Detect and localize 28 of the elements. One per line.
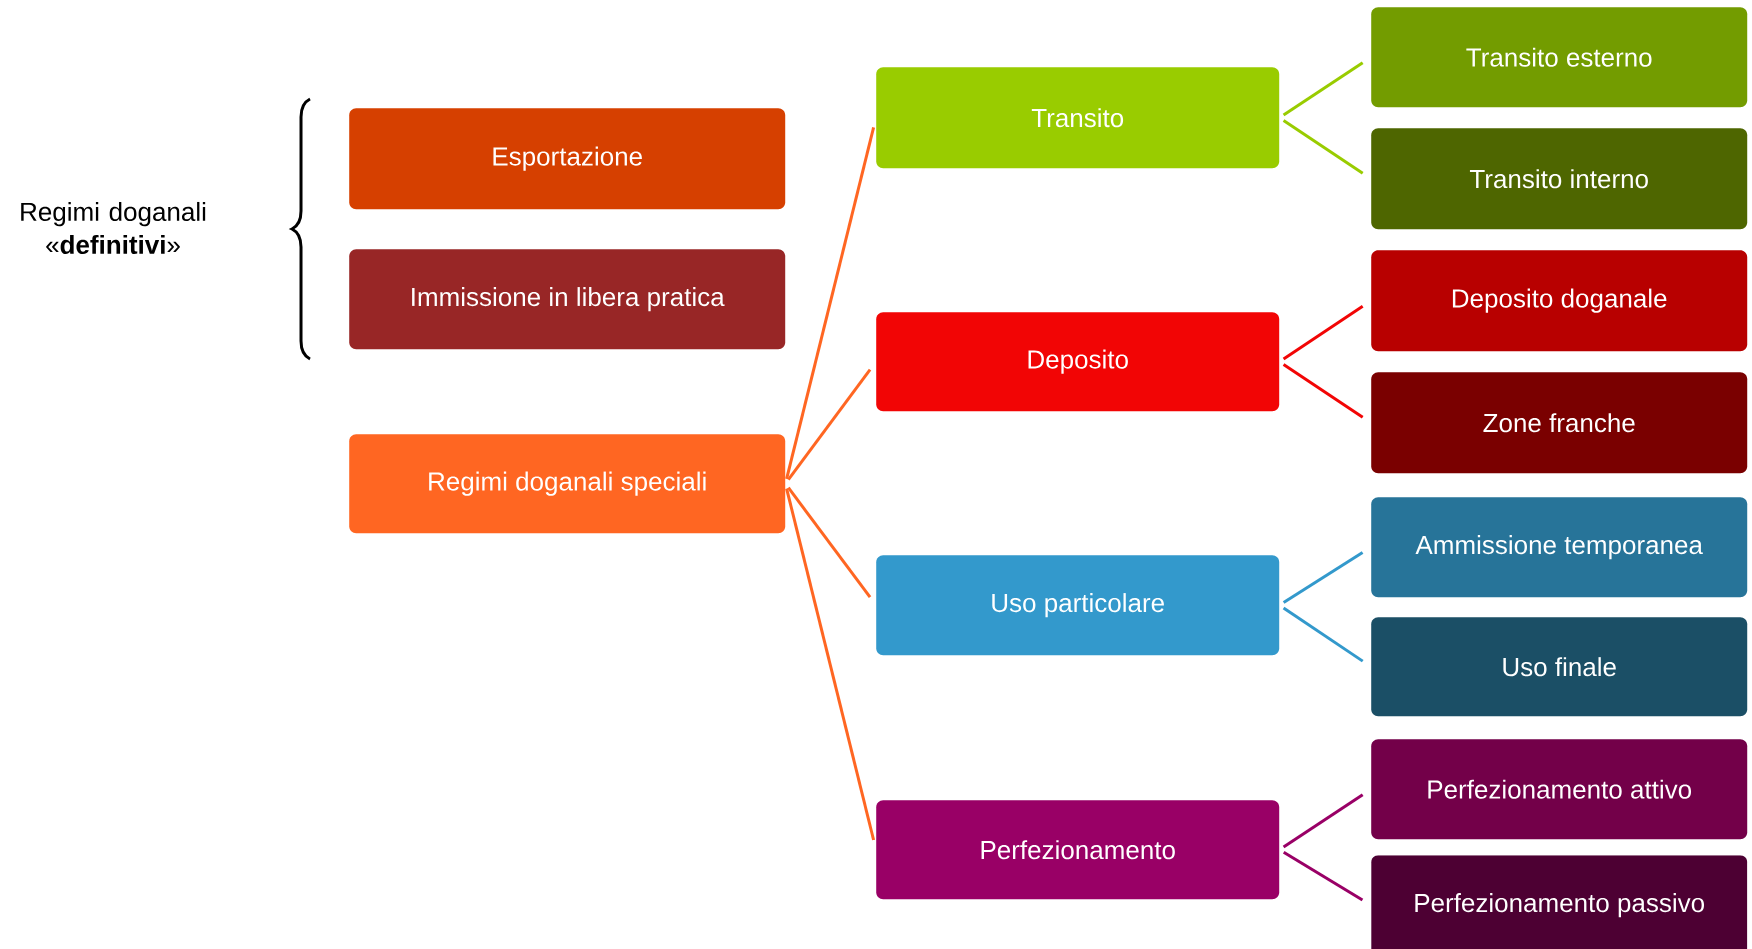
connector-line	[1282, 606, 1364, 663]
connector-line	[785, 127, 876, 480]
category-box: Transito esterno	[1371, 7, 1748, 108]
category-box: Perfezionamento passivo	[1371, 855, 1748, 949]
category-box: Uso finale	[1371, 617, 1748, 717]
connector-line	[787, 368, 872, 481]
connector-line	[1282, 551, 1364, 604]
connector-line	[1282, 119, 1364, 175]
connector-line	[1282, 851, 1364, 902]
category-box: Ammissione temporanea	[1371, 497, 1748, 598]
connector-line	[1282, 793, 1364, 849]
category-box: Immissione in libera pratica	[349, 249, 786, 350]
category-box: Perfezionamento attivo	[1371, 739, 1748, 840]
group-label: Regimi doganali «definitivi»	[21, 201, 206, 255]
category-box: Uso particolare	[876, 555, 1280, 656]
connector-line	[1282, 61, 1364, 117]
category-box: Transito	[876, 67, 1280, 169]
category-box: Esportazione	[349, 108, 786, 210]
connector-line	[1282, 305, 1364, 361]
connector-line	[785, 488, 876, 841]
category-box: Zone franche	[1371, 372, 1748, 474]
connector-line	[1282, 363, 1364, 419]
category-box: Perfezionamento	[876, 800, 1280, 900]
connector-line	[787, 486, 872, 599]
category-box: Regimi doganali speciali	[349, 434, 786, 534]
category-box: Deposito	[876, 312, 1280, 412]
category-box: Deposito doganale	[1371, 250, 1748, 352]
category-box: Transito interno	[1371, 128, 1748, 230]
